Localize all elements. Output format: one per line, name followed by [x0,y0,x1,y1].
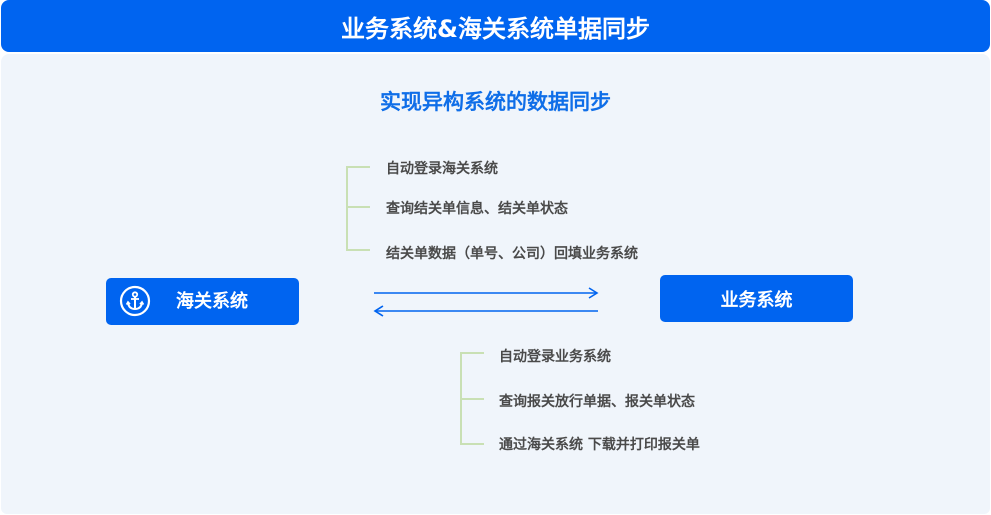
customs-system-box[interactable]: 海关系统 [106,278,299,325]
top-list-item: 结关单数据（单号、公司）回填业务系统 [386,246,638,262]
business-system-box[interactable]: 业务系统 [660,275,853,322]
bottom-list-item: 查询报关放行单据、报关单状态 [499,394,695,410]
customs-system-label: 海关系统 [176,291,248,312]
top-list-tick [346,166,370,168]
bottom-list-tick [460,443,484,445]
anchor-icon [119,285,151,317]
left-arrowhead [373,305,384,317]
bottom-list-item: 通过海关系统 下载并打印报关单 [499,437,700,453]
sync-arrows [373,287,599,317]
diagram-subtitle: 实现异构系统的数据同步 [380,90,611,114]
bottom-list-tick [460,398,484,400]
bottom-list-tick [460,352,484,354]
bottom-list-item: 自动登录业务系统 [499,349,611,365]
top-list-tick [346,249,370,251]
top-list-tick [346,206,370,208]
top-list-item: 查询结关单信息、结关单状态 [386,201,568,217]
right-arrowhead [588,287,599,299]
top-list-item: 自动登录海关系统 [386,161,498,177]
diagram-title-bar: 业务系统&海关系统单据同步 [1,0,990,52]
diagram-title: 业务系统&海关系统单据同步 [341,14,650,43]
business-system-label: 业务系统 [720,289,793,311]
top-list-bracket [346,167,348,249]
